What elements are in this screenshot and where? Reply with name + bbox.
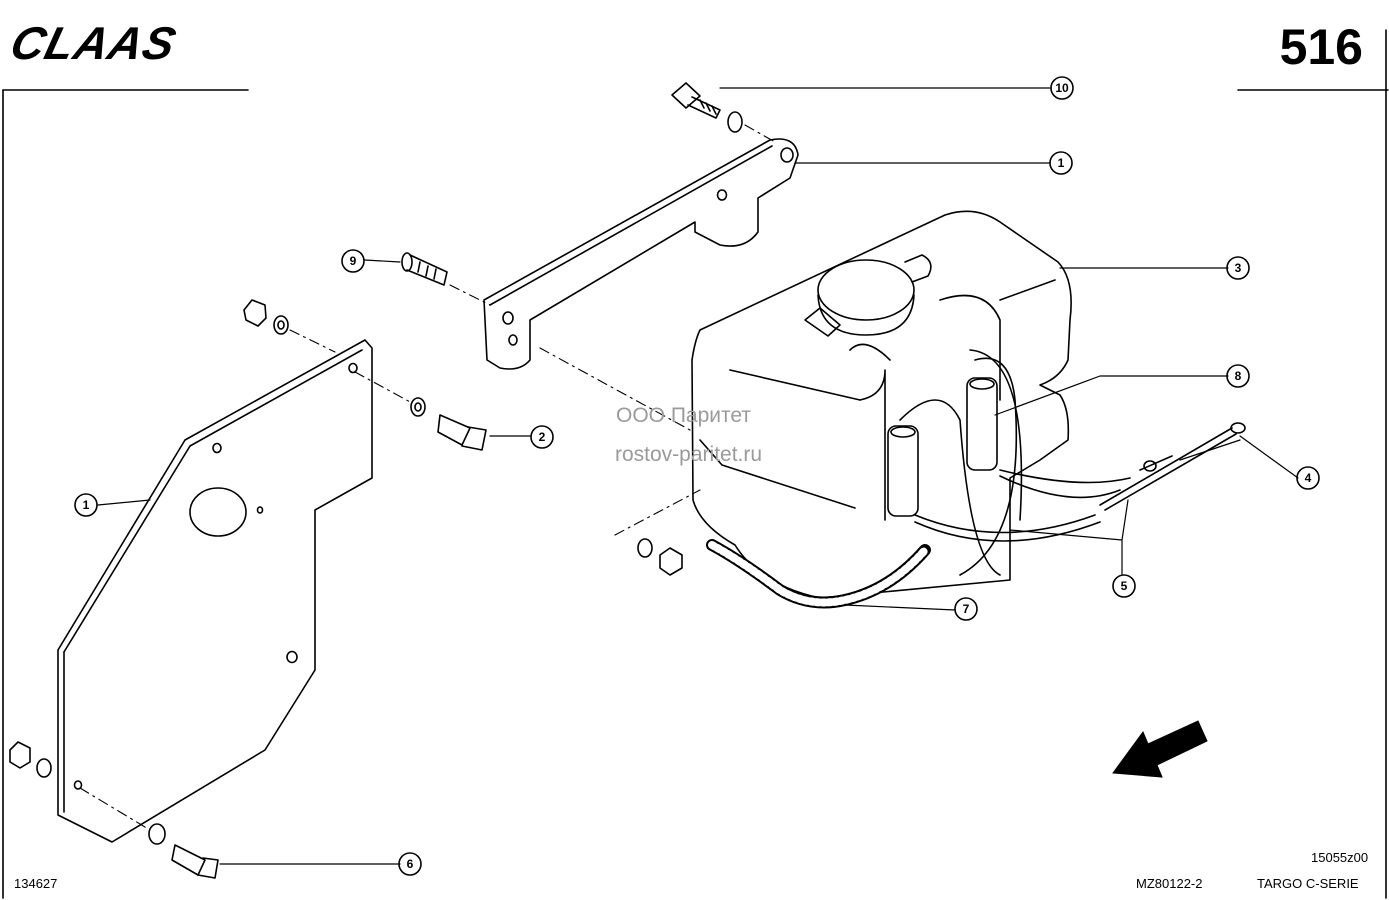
callout-circle-4 [1296,466,1320,490]
callout-circle-1-top [1049,151,1073,175]
drawing-id: 134627 [14,876,58,891]
left-mounting-plate [57,339,373,843]
callout-label-5: 5 [1121,579,1128,593]
callout-circle-9 [341,249,365,273]
callout-circle-8 [1226,364,1250,388]
bolt-9 [401,252,448,286]
callout-circle-1-left [74,493,98,517]
callout-label-7: 7 [963,602,970,616]
document-code: MZ80122-2 [1136,876,1203,891]
callout-circle-2 [530,425,554,449]
callout-circle-6 [398,852,422,876]
callout-label-1-left: 1 [83,498,90,512]
callout-label-6: 6 [407,857,414,871]
reservoir-nut [637,538,683,576]
watermark-website: rostov-paritet.ru [615,443,763,466]
callout-label-10: 10 [1055,81,1069,95]
callout-circle-5 [1112,574,1136,598]
top-mounting-bracket [483,138,799,370]
watermark-company: ООО Паритет [616,404,752,427]
washer-hoses [914,422,1246,542]
top-washer [727,111,743,133]
callout-circle-10 [1050,76,1074,100]
lower-left-nut [9,741,52,778]
callout-circle-7 [954,597,978,621]
reference-code: 15055z00 [1311,850,1369,865]
left-plate-top-nut [243,299,289,335]
page-number: 516 [1279,19,1363,75]
corrugated-hose [706,539,931,609]
bolt-6 [148,823,219,879]
callout-circle-3 [1226,256,1250,280]
callout-label-8: 8 [1235,369,1242,383]
callout-label-3: 3 [1235,261,1242,275]
washer-reservoir [691,210,1072,599]
machine-series: TARGO C-SERIE [1257,876,1359,891]
callout-label-4: 4 [1305,471,1312,485]
bolt-2 [410,397,487,451]
top-bolt-10 [671,82,721,119]
direction-arrow [1112,720,1208,778]
callout-label-2: 2 [539,430,546,444]
callout-label-1-top: 1 [1058,156,1065,170]
callout-label-9: 9 [350,254,357,268]
